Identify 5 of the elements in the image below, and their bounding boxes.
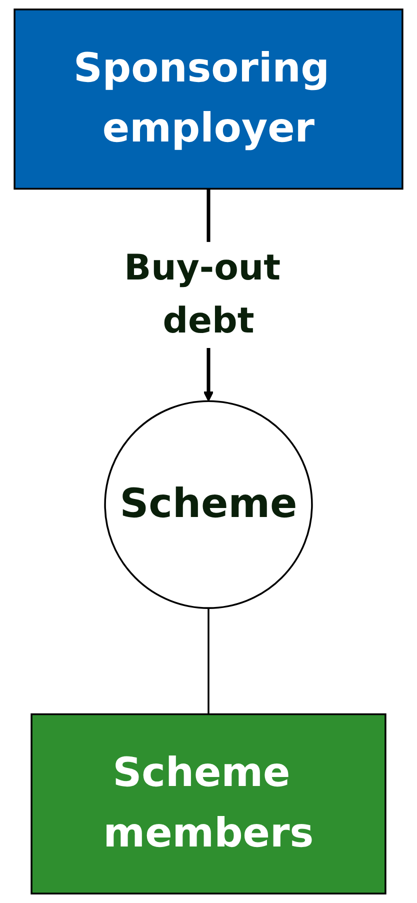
node-circle: Scheme bbox=[104, 400, 313, 609]
edge-label: Buy-out debt bbox=[124, 248, 281, 342]
node-box: Scheme members bbox=[30, 713, 386, 894]
node-box: Sponsoring employer bbox=[14, 8, 404, 190]
connector bbox=[208, 608, 210, 714]
